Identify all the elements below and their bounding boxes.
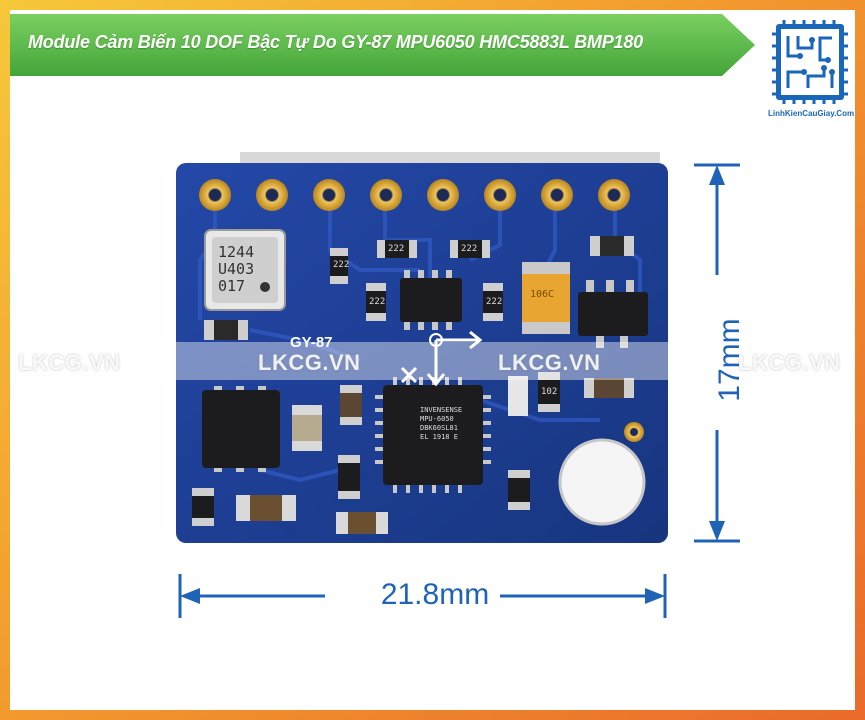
sot-chip — [578, 292, 648, 336]
resistor-label-f: 102 — [541, 387, 558, 397]
board-name-silkscreen: GY-87 — [290, 334, 333, 351]
soic-chip — [400, 278, 462, 322]
resistor-label-b: 222 — [461, 244, 478, 254]
watermark-band — [10, 342, 855, 380]
bmp180-marking: 1244 U403 017 — [218, 243, 255, 295]
height-dimension-label: 17mm — [713, 318, 746, 402]
circuit-chip-icon — [772, 20, 848, 104]
watermark-3: LKCG.VN — [498, 350, 601, 375]
hmc5883l-chip — [202, 390, 280, 468]
resistor-label-a: 222 — [388, 244, 405, 254]
mounting-hole — [558, 438, 646, 526]
resistor-label-e: 222 — [486, 297, 503, 307]
resistor-label-d: 222 — [369, 297, 386, 307]
width-dimension-label: 21.8mm — [380, 578, 490, 611]
tantalum-marking: 106C — [530, 289, 555, 300]
banner-shape — [10, 14, 755, 76]
smd-components — [192, 236, 634, 534]
mpu6050-marking: INVENSENSE MPU-6050 DBK60SL81 EL 1918 E — [420, 406, 463, 441]
title-banner: Module Cảm Biến 10 DOF Bậc Tự Do GY-87 M… — [10, 14, 755, 76]
dimension-arrows — [178, 163, 740, 618]
logo-text: LinhKienCauGiay.Com — [768, 109, 855, 118]
watermark-1: LKCG.VN — [18, 350, 121, 375]
watermark-2: LKCG.VN — [258, 350, 361, 375]
site-logo[interactable]: LinhKienCauGiay.Com — [768, 16, 855, 120]
resistor-label-c: 222 — [333, 260, 350, 270]
tantalum-capacitor — [522, 262, 570, 334]
pin-header-strip — [240, 152, 660, 166]
mpu6050-chip — [383, 385, 483, 485]
page-title: Module Cảm Biến 10 DOF Bậc Tự Do GY-87 M… — [28, 32, 643, 52]
watermark-4: LKCG.VN — [738, 350, 841, 375]
pin-pads — [199, 179, 630, 211]
